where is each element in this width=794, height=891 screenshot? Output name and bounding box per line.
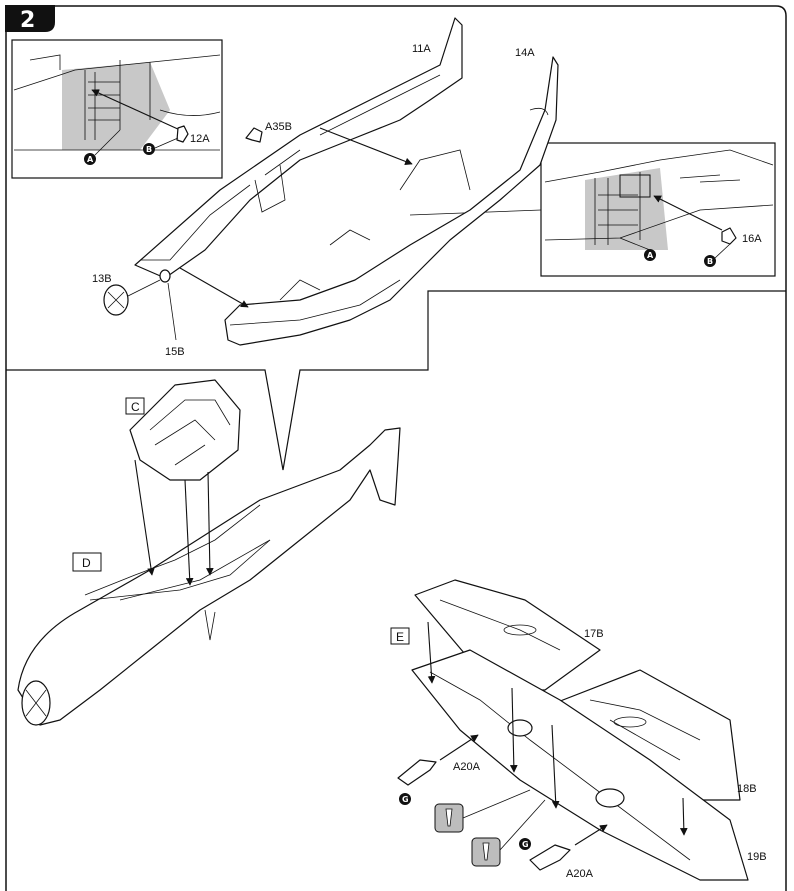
undercarriage-legs: A20A G A20A G — [397, 734, 608, 880]
part-label-17b: 17B — [584, 628, 604, 640]
callout-a-text-2: A — [647, 251, 654, 260]
part-label-19b: 19B — [747, 851, 767, 863]
inset-detail-left: 12A A B — [11, 39, 223, 179]
part-label-11a: 11A — [412, 43, 431, 55]
callout-b-text-2: B — [707, 257, 713, 266]
box-c — [125, 397, 145, 415]
callout-a-badge-2 — [644, 249, 656, 261]
box-label-d: D — [82, 556, 91, 570]
part-13b-15b: 13B 15B — [92, 269, 185, 358]
assembly-arrows-top — [179, 127, 413, 308]
callout-b-badge — [143, 143, 155, 155]
assembled-fuselage — [17, 427, 401, 726]
box-e — [390, 627, 410, 645]
part-label-16a: 16A — [742, 233, 762, 245]
cockpit-assembly-c: C D — [72, 379, 241, 586]
fuselage-half-left: 11A — [134, 17, 463, 279]
region-dividers — [6, 290, 786, 471]
part-label-35b: A35B — [265, 121, 292, 133]
part-label-15b: 15B — [165, 346, 185, 358]
part-label-13b: 13B — [92, 273, 112, 285]
part-35b: A35B — [245, 121, 292, 143]
part-label-14a: 14A — [515, 47, 535, 59]
callout-a-text: A — [87, 155, 94, 164]
callout-g-text-2: G — [522, 840, 529, 849]
wing-assembly: 17B 18B 19B E — [390, 579, 767, 881]
callout-g-text: G — [402, 795, 409, 804]
fuselage-half-right: 14A — [224, 47, 559, 346]
part-label-20a-2: A20A — [566, 868, 594, 880]
step-frame — [5, 5, 787, 891]
callout-g-badge — [399, 793, 411, 805]
inset-detail-right: 16A A B — [409, 142, 776, 277]
step-number: 2 — [20, 8, 35, 33]
callout-b-text: B — [146, 145, 152, 154]
box-label-c: C — [131, 400, 140, 414]
callout-g-badge-2 — [519, 838, 531, 850]
part-label-20a-1: A20A — [453, 761, 481, 773]
step-number-badge: 2 — [5, 5, 55, 33]
glue-icon — [434, 789, 531, 833]
callout-b-badge-2 — [704, 255, 716, 267]
part-label-12a: 12A — [190, 133, 210, 145]
box-d — [72, 552, 102, 572]
glue-icon-2 — [471, 799, 546, 867]
part-label-18b: 18B — [737, 783, 757, 795]
box-label-e: E — [396, 630, 404, 644]
callout-a-badge — [84, 153, 96, 165]
